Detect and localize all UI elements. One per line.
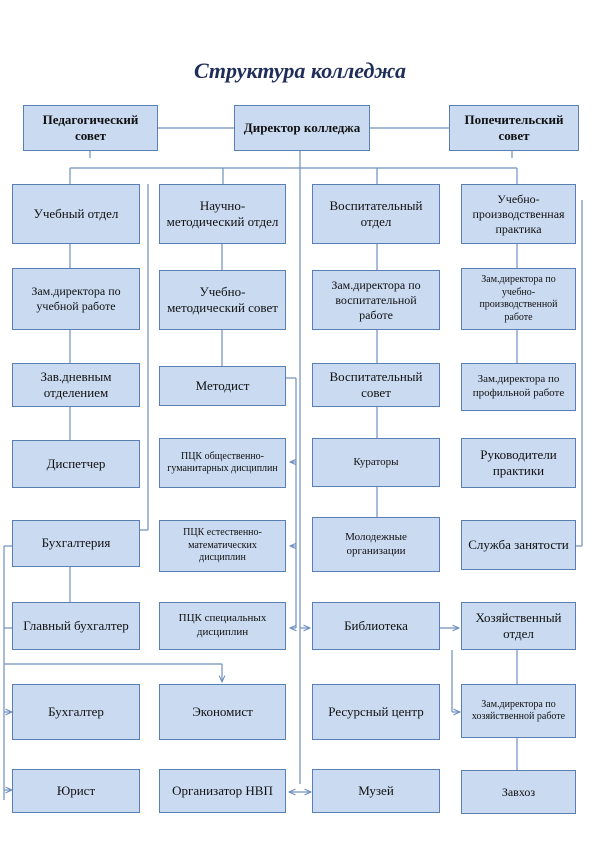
col1-box-2: Зам.директора по учебной работе — [12, 268, 140, 330]
col3-box-1: Воспитательный отдел — [312, 184, 440, 244]
col3-box-5: Молодежные организации — [312, 517, 440, 572]
col1-box-1: Учебный отдел — [12, 184, 140, 244]
col4-box-3: Зам.директора по профильной работе — [461, 363, 576, 411]
col4-box-1: Учебно-производственная практика — [461, 184, 576, 244]
page-title: Структура колледжа — [193, 58, 407, 83]
col2-box-7: Экономист — [159, 684, 286, 740]
col4-box-5: Служба занятости — [461, 520, 576, 570]
col3-box-6: Библиотека — [312, 602, 440, 650]
col4-box-8: Завхоз — [461, 770, 576, 814]
col1-box-4: Диспетчер — [12, 440, 140, 488]
col2-box-6: ПЦК специальных дисциплин — [159, 602, 286, 650]
col3-box-3: Воспитательный совет — [312, 363, 440, 407]
col3-box-8: Музей — [312, 769, 440, 813]
col1-box-8: Юрист — [12, 769, 140, 813]
director-box: Директор колледжа — [234, 105, 370, 151]
col1-box-6: Главный бухгалтер — [12, 602, 140, 650]
col2-box-3: Методист — [159, 366, 286, 406]
col4-box-6: Хозяйственный отдел — [461, 602, 576, 650]
col2-box-8: Организатор НВП — [159, 769, 286, 813]
trustee-council-box: Попечительский совет — [449, 105, 579, 151]
col1-box-5: Бухгалтерия — [12, 520, 140, 567]
col3-box-4: Кураторы — [312, 438, 440, 487]
col4-box-7: Зам.директора по хозяйственной работе — [461, 684, 576, 738]
col1-box-3: Зав.дневным отделением — [12, 363, 140, 407]
col3-box-7: Ресурсный центр — [312, 684, 440, 740]
col1-box-7: Бухгалтер — [12, 684, 140, 740]
col2-box-1: Научно-методический отдел — [159, 184, 286, 244]
col2-box-5: ПЦК естественно-математических дисциплин — [159, 520, 286, 572]
col2-box-4: ПЦК общественно-гуманитарных дисциплин — [159, 438, 286, 488]
col3-box-2: Зам.директора по воспитательной работе — [312, 270, 440, 330]
pedagogical-council-box: Педагогический совет — [23, 105, 158, 151]
col2-box-2: Учебно-методический совет — [159, 270, 286, 330]
col4-box-4: Руководители практики — [461, 438, 576, 488]
col4-box-2: Зам.директора по учебно-производственной… — [461, 268, 576, 330]
